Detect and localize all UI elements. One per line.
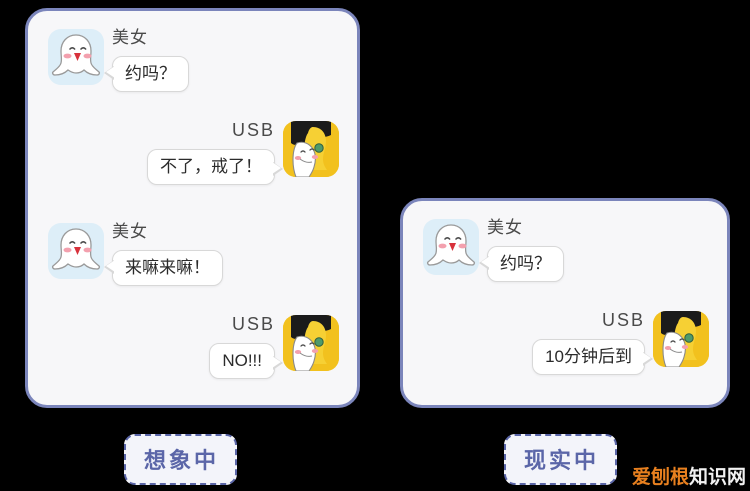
watermark: 爱刨根知识网 xyxy=(632,468,746,487)
chat-card-imagination: 美女 约吗？ USB 不了，戒了！ xyxy=(25,8,360,408)
caption-imagination: 想象中 xyxy=(124,434,238,485)
usb-avatar[interactable] xyxy=(653,311,709,367)
watermark-part2: 知识网 xyxy=(688,467,746,488)
chat-bubble[interactable]: 约吗？ xyxy=(479,246,564,283)
message-row: USB 10分钟后到 xyxy=(532,310,709,376)
message-row: 美女 来嘛来嘛！ xyxy=(48,222,223,287)
usb-avatar[interactable] xyxy=(283,315,339,371)
sender-name: USB xyxy=(231,120,275,140)
ghost-avatar[interactable] xyxy=(423,219,479,275)
sender-name: 美女 xyxy=(487,218,523,237)
message-row: USB NO!!! xyxy=(209,314,339,380)
message-row: 美女 约吗？ xyxy=(48,28,189,93)
ghost-avatar[interactable] xyxy=(48,223,104,279)
sender-name: 美女 xyxy=(112,28,148,47)
chat-card-reality: 美女 约吗？ USB 10分钟后到 xyxy=(400,198,730,408)
caption-reality: 现实中 xyxy=(504,434,618,485)
chat-bubble[interactable]: 不了，戒了！ xyxy=(147,149,283,186)
message-row: USB 不了，戒了！ xyxy=(147,120,339,186)
chat-bubble[interactable]: 来嘛来嘛！ xyxy=(104,250,223,287)
ghost-avatar[interactable] xyxy=(48,29,104,85)
sender-name: USB xyxy=(231,314,275,334)
chat-bubble[interactable]: 约吗？ xyxy=(104,56,189,93)
sender-name: USB xyxy=(601,310,645,330)
chat-bubble[interactable]: 10分钟后到 xyxy=(532,339,653,376)
message-row: 美女 约吗？ xyxy=(423,218,564,283)
watermark-part1: 爱刨根 xyxy=(631,467,689,488)
usb-avatar[interactable] xyxy=(283,121,339,177)
sender-name: 美女 xyxy=(112,222,148,241)
chat-bubble[interactable]: NO!!! xyxy=(209,343,283,380)
